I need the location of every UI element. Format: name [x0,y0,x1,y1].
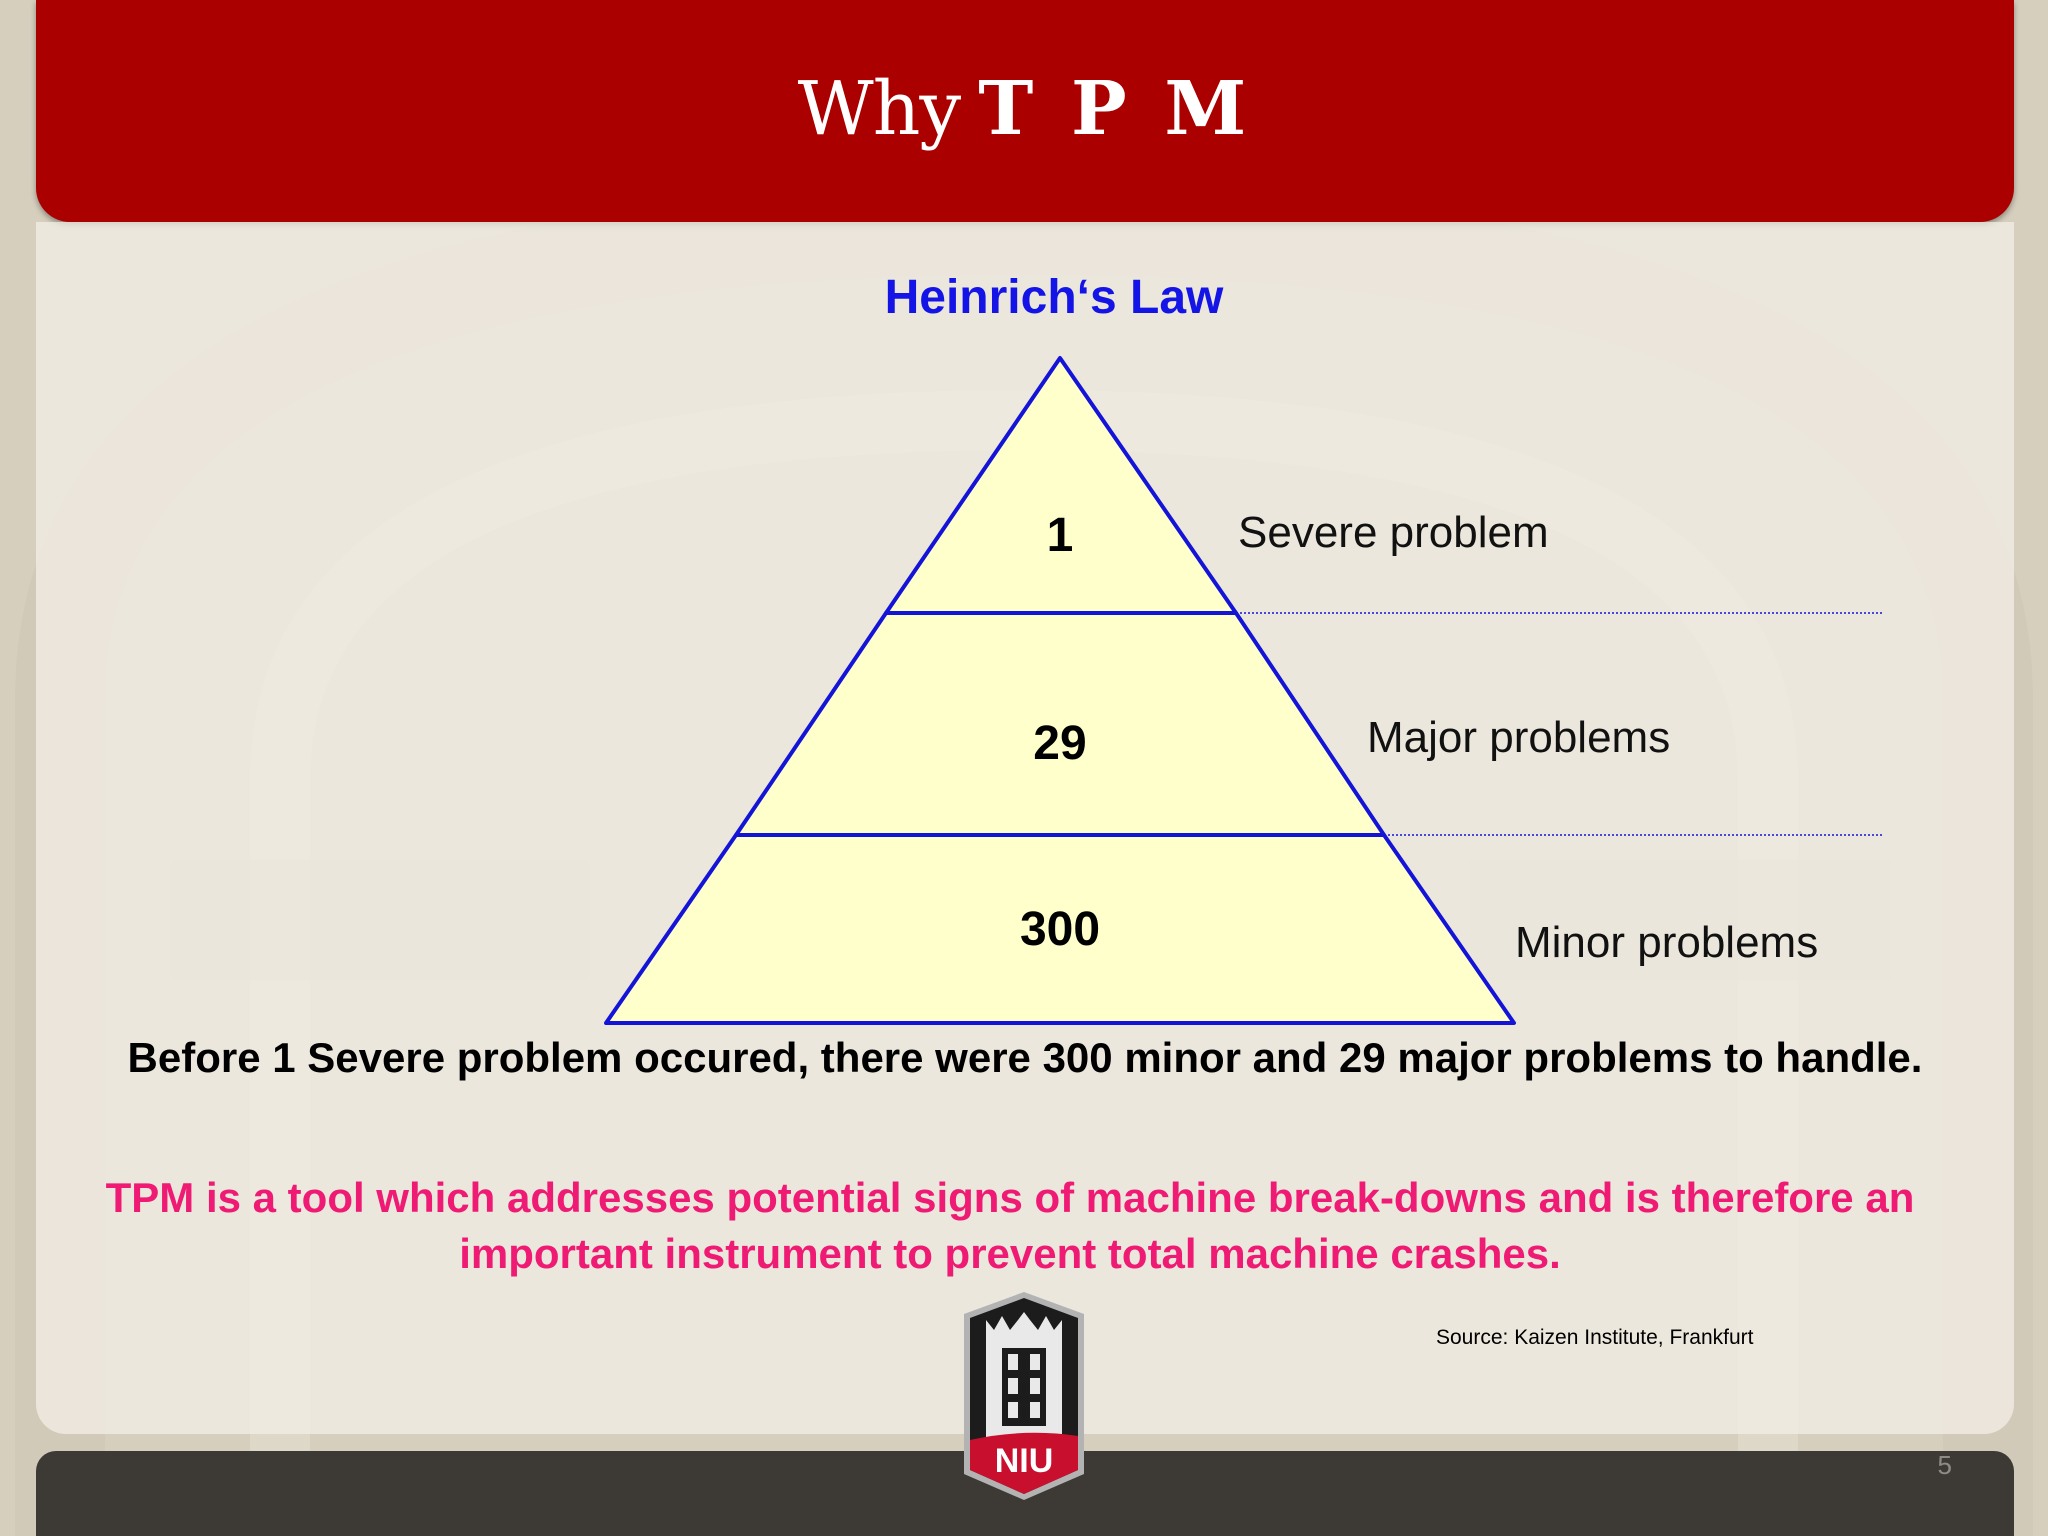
tier-value-severe: 1 [1046,509,1074,562]
page-number: 5 [1937,1450,1952,1480]
diagram-title: Heinrich‘s Law [884,271,1224,324]
highlight-text: TPM is a tool which addresses potential … [105,1174,1915,1277]
tier-label-minor: Minor problems [1515,918,1819,967]
source-citation: Source: Kaizen Institute, Frankfurt [1436,1326,1754,1349]
slide-title-light: Why [797,66,962,152]
tier-label-severe: Severe problem [1238,508,1549,557]
tier-label-major: Major problems [1367,713,1671,762]
niu-logo: NIU [964,1292,1084,1500]
tier-value-major: 29 [1033,717,1087,770]
logo-text: NIU [995,1442,1054,1480]
tier-value-minor: 300 [1019,903,1101,956]
pyramid-tier-top [884,356,1238,615]
pyramid-tier-bottom [604,833,1516,1025]
statement-text: Before 1 Severe problem occured, there w… [127,1034,1923,1081]
slide-title-bold: T P M [978,66,1253,152]
